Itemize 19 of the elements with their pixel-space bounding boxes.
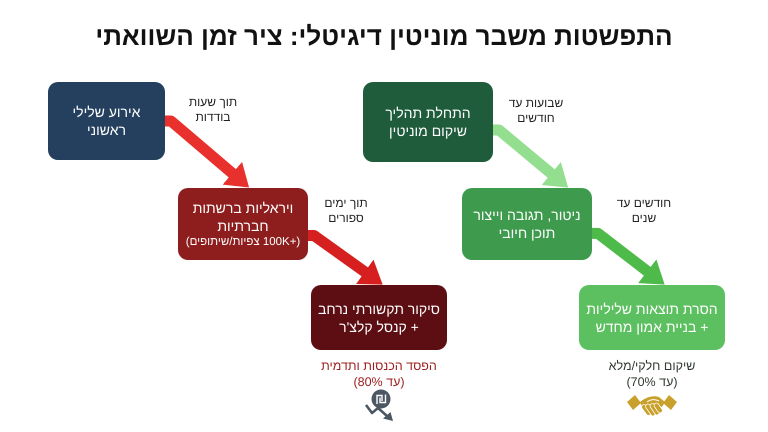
edge-label: תוך ימים ספורים <box>323 196 369 226</box>
edge-label: שבועות עד חודשים <box>508 96 564 126</box>
process-box: הסרת תוצאות שליליות + בניית אמון מחדש <box>579 285 725 350</box>
arrow <box>308 230 383 285</box>
arrow <box>592 228 665 285</box>
edge-label: תוך שעות בודדות <box>188 95 238 125</box>
edge-label: חודשים עד שנים <box>616 196 672 226</box>
process-box: ניטור, תגובה וייצור תוכן חיובי <box>462 188 592 260</box>
process-box: סיקור תקשורתי נרחב + קנסל קלצ'ר <box>311 285 447 350</box>
arrow <box>165 116 250 188</box>
process-box: התחלת תהליך שיקום מוניטין <box>363 82 493 162</box>
heading-text: ויראליות ברשתות חברתיות <box>192 198 294 234</box>
title: התפשטות משבר מוניטין דיגיטלי: ציר זמן השוואתי <box>95 20 673 52</box>
arrow <box>493 124 568 188</box>
caption-text: שיקום חלקי/מלא (עד 70%) <box>608 358 696 390</box>
process-box: אירוע שלילי ראשוני <box>48 82 165 160</box>
caption-text: הפסד הכנסות ותדמית (עד 80%) <box>320 358 438 390</box>
detail-text: (+100K צפיות/שיתופים) <box>186 234 300 250</box>
process-box <box>178 188 308 260</box>
